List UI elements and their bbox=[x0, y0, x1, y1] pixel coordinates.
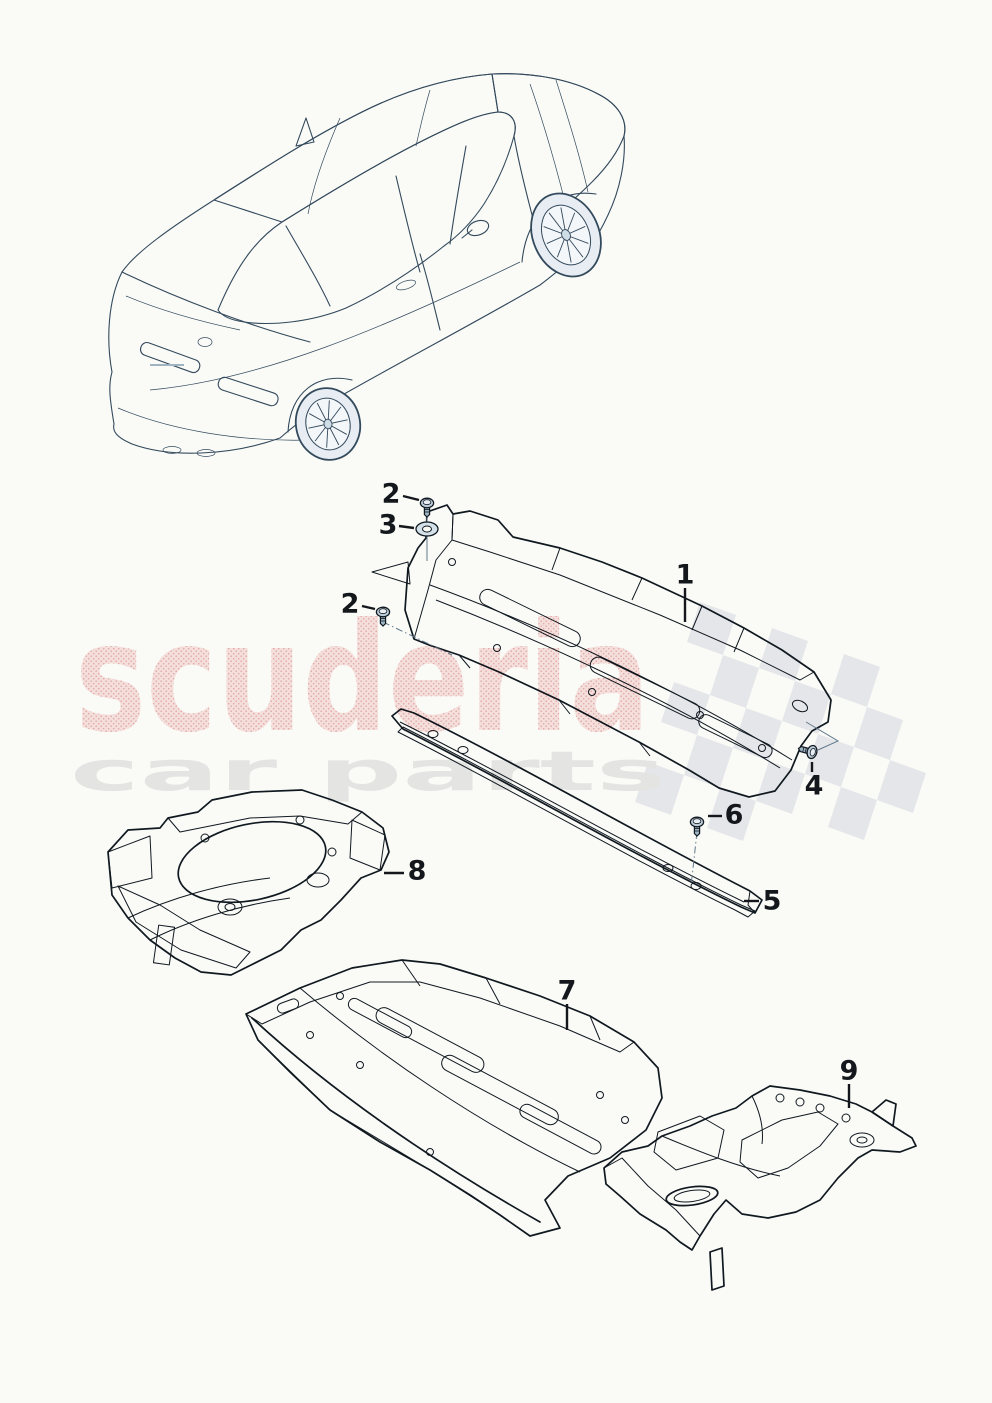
part-8-drawing bbox=[107, 789, 390, 976]
car-illustration bbox=[108, 73, 626, 461]
part-7-drawing bbox=[245, 959, 663, 1237]
watermark-brand: scuderia bbox=[75, 592, 650, 766]
callout-5-label: 5 bbox=[763, 886, 782, 917]
bentley-badge-icon bbox=[197, 337, 213, 347]
car-glass bbox=[217, 111, 516, 324]
callout-2-left: 2 bbox=[341, 589, 376, 620]
callout-8-label: 8 bbox=[408, 856, 427, 887]
taillight-right bbox=[217, 376, 279, 407]
callout-7: 7 bbox=[558, 976, 577, 1030]
callout-4: 4 bbox=[805, 762, 824, 802]
fastener-screw-4 bbox=[796, 721, 840, 761]
part-1-drawing bbox=[371, 504, 832, 798]
callout-9-label: 9 bbox=[840, 1056, 859, 1087]
b-pillar-line bbox=[395, 175, 421, 273]
callout-9: 9 bbox=[840, 1056, 859, 1108]
c-pillar-line bbox=[285, 225, 331, 307]
a-pillar-line bbox=[449, 145, 467, 245]
callout-3-label: 3 bbox=[379, 510, 398, 541]
callout-2-top: 2 bbox=[382, 479, 420, 510]
antenna-fin-icon bbox=[295, 117, 315, 147]
callout-4-label: 4 bbox=[805, 771, 824, 802]
fastener-screw-2-left bbox=[375, 606, 453, 656]
callout-6-label: 6 bbox=[725, 800, 744, 831]
callout-6: 6 bbox=[708, 800, 743, 831]
door-handle-icon bbox=[396, 279, 416, 291]
callout-3: 3 bbox=[379, 510, 415, 541]
front-wheel bbox=[530, 192, 602, 278]
callout-8: 8 bbox=[384, 856, 426, 887]
callout-2-left-label: 2 bbox=[341, 589, 360, 620]
callout-1: 1 bbox=[676, 560, 695, 622]
callout-2-top-label: 2 bbox=[382, 479, 401, 510]
fastener-washer-3 bbox=[415, 521, 439, 537]
callout-5: 5 bbox=[744, 886, 781, 917]
callout-1-label: 1 bbox=[676, 560, 695, 591]
taillight-left bbox=[139, 341, 201, 374]
callout-7-label: 7 bbox=[558, 976, 577, 1007]
badge-text-hint bbox=[150, 364, 184, 366]
part-9-drawing bbox=[603, 1085, 917, 1291]
door-mirror-icon bbox=[466, 219, 490, 237]
fastener-screw-6 bbox=[689, 816, 705, 887]
car-hood bbox=[491, 73, 626, 231]
rear-wheel bbox=[294, 387, 362, 461]
